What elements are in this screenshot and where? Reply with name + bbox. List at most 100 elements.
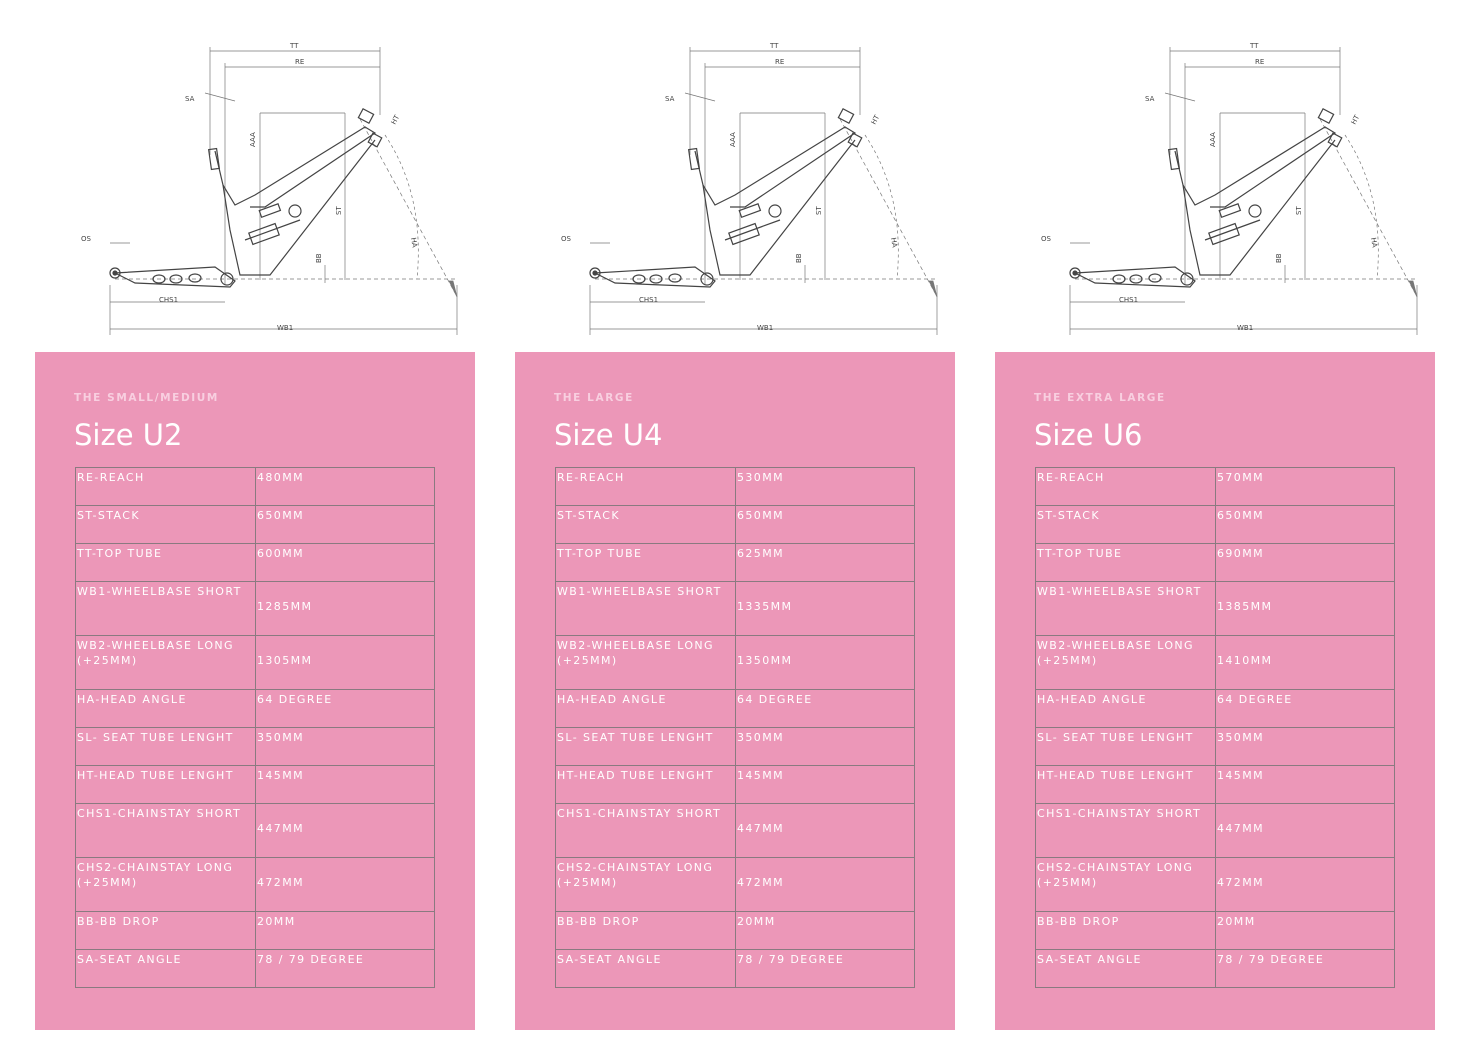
spec-label: HA-HEAD ANGLE — [75, 689, 256, 728]
spec-label: SL- SEAT TUBE LENGHT — [1035, 727, 1216, 766]
label-aaa: AAA — [249, 132, 257, 147]
geometry-diagram-container: TT RE SA AAA HT ST HA BB OS CHS1 WB1 — [55, 35, 475, 345]
spec-label: SA-SEAT ANGLE — [1035, 949, 1216, 988]
spec-value: 1305MM — [255, 635, 435, 690]
label-wb1: WB1 — [1237, 324, 1253, 332]
spec-label: CHS2-CHAINSTAY LONG (+25MM) — [555, 857, 736, 912]
geometry-diagram: TT RE SA AAA HT ST HA BB OS CHS1 WB1 — [81, 42, 458, 335]
label-ht: HT — [390, 113, 402, 126]
spec-value: 78 / 79 DEGREE — [255, 949, 435, 988]
spec-value: 600MM — [255, 543, 435, 582]
label-tt: TT — [1249, 42, 1259, 50]
label-st: ST — [1295, 206, 1303, 215]
table-row: WB2-WHEELBASE LONG (+25MM)1305MM — [75, 635, 435, 690]
geometry-diagram: TT RE SA AAA HT ST HA BB OS CHS1 WB1 — [1041, 42, 1418, 335]
spec-label: CHS1-CHAINSTAY SHORT — [75, 803, 256, 858]
dimension-lines — [1069, 47, 1418, 335]
label-wb1: WB1 — [277, 324, 293, 332]
spec-label: BB-BB DROP — [555, 911, 736, 950]
table-row: WB2-WHEELBASE LONG (+25MM)1410MM — [1035, 635, 1395, 690]
spec-label: RE-REACH — [1035, 467, 1216, 506]
spec-value: 145MM — [735, 765, 915, 804]
spec-value: 1385MM — [1215, 581, 1395, 636]
spec-label: TT-TOP TUBE — [1035, 543, 1216, 582]
spec-label: SL- SEAT TUBE LENGHT — [75, 727, 256, 766]
table-row: WB2-WHEELBASE LONG (+25MM)1350MM — [555, 635, 915, 690]
label-tt: TT — [289, 42, 299, 50]
geometry-diagram: TT RE SA AAA HT ST HA BB OS CHS1 WB1 — [561, 42, 938, 335]
geometry-diagram-container: TT RE SA AAA HT ST HA BB OS CHS1 WB1 — [1015, 35, 1435, 345]
label-st: ST — [815, 206, 823, 215]
spec-value: 625MM — [735, 543, 915, 582]
spec-value: 145MM — [1215, 765, 1395, 804]
spec-value: 472MM — [735, 857, 915, 912]
spec-value: 447MM — [735, 803, 915, 858]
label-bb: BB — [795, 253, 803, 263]
bike-frame — [1069, 107, 1343, 288]
spec-value: 20MM — [735, 911, 915, 950]
spec-value: 690MM — [1215, 543, 1395, 582]
label-sa: SA — [185, 95, 195, 103]
spec-value: 650MM — [735, 505, 915, 544]
spec-value: 650MM — [1215, 505, 1395, 544]
label-re: RE — [775, 58, 784, 66]
spec-value: 472MM — [1215, 857, 1395, 912]
spec-value: 650MM — [255, 505, 435, 544]
label-ha: HA — [1369, 237, 1379, 248]
table-row: CHS2-CHAINSTAY LONG (+25MM)472MM — [555, 857, 915, 912]
card-eyebrow: THE EXTRA LARGE — [1034, 392, 1166, 404]
dimension-lines — [589, 47, 938, 335]
spec-label: HT-HEAD TUBE LENGHT — [75, 765, 256, 804]
label-st: ST — [335, 206, 343, 215]
table-row: CHS2-CHAINSTAY LONG (+25MM)472MM — [1035, 857, 1395, 912]
card-title: Size U2 — [74, 418, 183, 452]
spec-value: 145MM — [255, 765, 435, 804]
spec-label: CHS2-CHAINSTAY LONG (+25MM) — [1035, 857, 1216, 912]
label-ha: HA — [889, 237, 899, 248]
label-os: OS — [1041, 235, 1052, 243]
spec-value: 350MM — [255, 727, 435, 766]
spec-label: HT-HEAD TUBE LENGHT — [1035, 765, 1216, 804]
label-ha: HA — [409, 237, 419, 248]
card-eyebrow: THE SMALL/MEDIUM — [74, 392, 219, 404]
spec-value: 350MM — [1215, 727, 1395, 766]
spec-label: BB-BB DROP — [75, 911, 256, 950]
bike-frame — [589, 107, 863, 288]
card-title: Size U6 — [1034, 418, 1143, 452]
diagram-labels: TT RE SA AAA HT ST HA BB OS CHS1 WB1 — [81, 42, 419, 332]
label-os: OS — [81, 235, 92, 243]
geometry-diagram-container: TT RE SA AAA HT ST HA BB OS CHS1 WB1 — [535, 35, 955, 345]
spec-label: WB1-WHEELBASE SHORT — [1035, 581, 1216, 636]
label-chs1: CHS1 — [159, 296, 178, 304]
spec-label: CHS1-CHAINSTAY SHORT — [555, 803, 736, 858]
spec-value: 350MM — [735, 727, 915, 766]
dimension-lines — [109, 47, 458, 335]
spec-value: 1285MM — [255, 581, 435, 636]
